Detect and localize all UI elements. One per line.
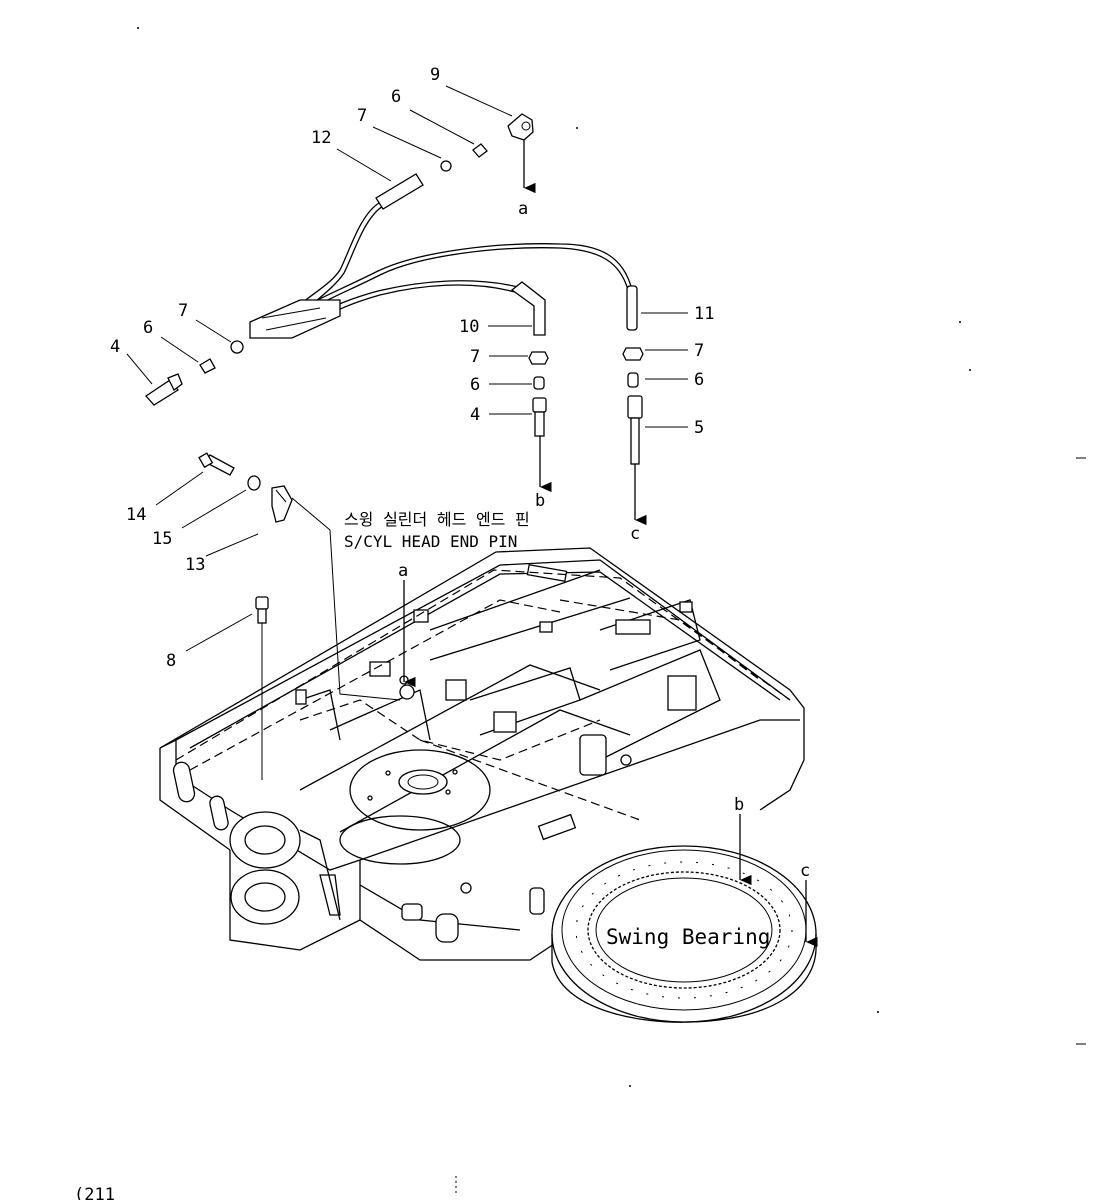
label-part-6-right: 6: [694, 370, 704, 390]
label-part-6-mid: 6: [470, 375, 480, 395]
elbow-fitting-9: [507, 113, 536, 194]
ref-b-mid: b: [535, 491, 545, 511]
note-head-end-pin: S/CYL HEAD END PIN: [344, 532, 517, 551]
revolving-frame: [159, 547, 805, 961]
nut-7-right: [622, 347, 644, 361]
swing-bearing: [551, 814, 818, 1023]
adapter-6-top: [472, 143, 488, 158]
adapter-6-left: [199, 358, 216, 374]
label-part-10: 10: [459, 317, 479, 337]
reference-letters: a b c a b c: [398, 199, 810, 881]
label-part-13: 13: [185, 555, 205, 575]
label-part-11: 11: [694, 304, 714, 324]
swing-bearing-label: Swing Bearing: [606, 925, 770, 949]
scan-specks: [137, 27, 1086, 1196]
label-part-14: 14: [126, 505, 146, 525]
label-part-7-right: 7: [694, 341, 704, 361]
ref-a-frame: a: [398, 561, 408, 581]
adapter-6-right: [627, 372, 639, 388]
grease-nipple-5: [627, 395, 647, 526]
ref-c-bearing: c: [800, 861, 810, 881]
grease-nipple-4-left: [145, 373, 183, 406]
bent-pipe-10: [510, 281, 546, 336]
nut-7-left: [230, 340, 244, 354]
label-part-5: 5: [694, 418, 704, 438]
label-part-9: 9: [430, 65, 440, 85]
hose-end-12: [375, 173, 424, 210]
straight-pipe-11: [626, 285, 638, 331]
annotations: 스윙 실린더 헤드 엔드 핀 S/CYL HEAD END PIN Swing …: [74, 510, 770, 1200]
label-part-12: 12: [311, 128, 331, 148]
clamp-13: [271, 485, 293, 523]
ref-c-right: c: [630, 524, 640, 544]
label-part-7-top: 7: [357, 106, 367, 126]
label-part-7-left: 7: [178, 301, 188, 321]
grease-hoses: [249, 202, 633, 339]
nut-7-top: [440, 160, 452, 172]
label-part-4-left: 4: [110, 337, 120, 357]
part-number-labels: 9 6 7 12 7 6 4 10 7 6 4 11 7 6 5 14 15 1…: [110, 65, 714, 671]
label-part-6-left: 6: [143, 318, 153, 338]
bolt-14: [198, 452, 235, 476]
label-part-4-mid: 4: [470, 405, 480, 425]
grease-nipple-8: [255, 596, 269, 780]
label-part-15: 15: [152, 529, 172, 549]
adapter-6-mid: [533, 376, 545, 390]
ref-a-top: a: [518, 199, 528, 219]
washer-15: [247, 475, 261, 491]
label-part-8: 8: [166, 651, 176, 671]
note-korean: 스윙 실린더 헤드 엔드 핀: [344, 510, 530, 529]
label-part-6-top: 6: [391, 87, 401, 107]
label-part-7-mid: 7: [470, 347, 480, 367]
grease-nipple-4-mid: [532, 397, 552, 493]
ref-b-bearing: b: [734, 795, 744, 815]
page-reference: (211: [74, 1185, 115, 1200]
leader-lines: [126, 85, 688, 701]
nut-7-mid: [528, 351, 549, 365]
